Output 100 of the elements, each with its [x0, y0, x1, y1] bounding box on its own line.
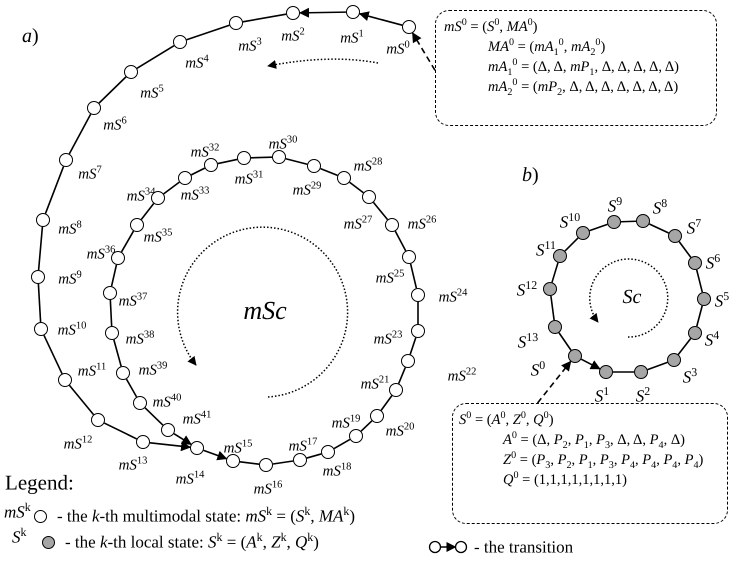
- state-circle: [237, 151, 251, 165]
- state-circle: [576, 226, 590, 240]
- transition-line: [38, 226, 44, 270]
- state-label: S$^{8}$: [652, 200, 668, 216]
- transition-line: [218, 158, 238, 164]
- state-circle: [173, 35, 187, 49]
- state-label: mS$^{7}$: [78, 168, 102, 182]
- state-label: mS$^{37}$: [118, 294, 148, 310]
- state-circle: [87, 101, 101, 115]
- transition-line: [126, 378, 138, 398]
- state-circle: [190, 441, 204, 455]
- transition-line: [43, 335, 63, 374]
- state-label: mS$^{4}$: [185, 56, 209, 72]
- state-label: mS$^{24}$: [438, 290, 468, 306]
- state-circle: [402, 20, 416, 34]
- transition-line: [44, 166, 64, 214]
- state-circle: [346, 5, 360, 19]
- state-label: mS$^{8}$: [58, 222, 82, 238]
- state-circle: [634, 365, 648, 379]
- transition-line: [649, 223, 669, 234]
- state-label: mS$^{31}$: [234, 172, 264, 188]
- formula-text: mS$^{0}$ = (S$^{0}$, MA$^{0}$): [444, 17, 538, 37]
- formula-text: A$^{0}$ = (Δ, P$_{2}$, P$_{1}$, P$_{3}$, Δ, Δ, P$_{4}$, Δ): [503, 430, 685, 450]
- state-circle: [91, 413, 105, 427]
- transition-line: [286, 158, 308, 166]
- transition-line: [250, 156, 272, 159]
- cycle-label: Sc: [622, 287, 642, 307]
- state-label: S$^{12}$: [516, 282, 538, 298]
- legend-text: - the k-th multimodal state: mS$^{k}$ = (S$^{k}$, MA$^{k}$): [57, 508, 355, 524]
- state-label: mS$^{20}$: [386, 424, 414, 440]
- transition-line: [589, 224, 608, 232]
- transition-arrow: [580, 358, 601, 370]
- transition-line: [372, 202, 388, 220]
- state-circle: [389, 383, 403, 397]
- state-label: mS$^{5}$: [140, 86, 164, 102]
- transition-line: [110, 264, 118, 286]
- state-circle: [411, 324, 425, 338]
- formula-text: MA$^{0}$ = (mA$_{1}$$^{0}$, mA$_{2}$$^{0}$): [488, 37, 606, 57]
- state-circle: [34, 322, 48, 336]
- cycle-label: mSc: [243, 298, 287, 324]
- callout-box: [435, 10, 717, 126]
- state-label: S$^{13}$: [518, 334, 538, 350]
- transition-line: [564, 237, 579, 252]
- transition-arrow: [150, 441, 192, 452]
- transition-line: [140, 203, 154, 220]
- state-label: S$^{10}$: [560, 214, 580, 230]
- state-label: mS$^{12}$: [64, 438, 92, 452]
- state-label: mS$^{9}$: [58, 272, 82, 288]
- state-circle: [553, 249, 567, 263]
- state-label: mS$^{22}$: [448, 370, 476, 384]
- transition-line: [306, 453, 322, 459]
- transition-line: [38, 284, 42, 322]
- formula-text: mA$_{1}$$^{0}$ = (Δ, Δ, mP$_{1}$, Δ, Δ, Δ, Δ, Δ): [488, 57, 679, 77]
- state-label: mS$^{36}$: [86, 248, 116, 262]
- transition-line: [620, 220, 636, 223]
- legend-symbol-label: S$^{k}$: [12, 528, 26, 546]
- transition-line: [417, 302, 419, 324]
- transition-line: [136, 44, 174, 70]
- transition-line: [242, 13, 286, 23]
- state-label: mS$^{18}$: [322, 464, 352, 480]
- transition-line: [68, 384, 94, 416]
- state-circle: [229, 16, 243, 30]
- state-circle: [362, 190, 376, 204]
- leader-arrow: [412, 32, 436, 71]
- state-circle: [697, 292, 711, 306]
- state-label: S$^{0}$: [530, 362, 546, 378]
- transition-line: [320, 168, 338, 176]
- state-label: mS$^{30}$: [268, 138, 298, 152]
- state-label: mS$^{16}$: [254, 482, 282, 498]
- state-circle: [688, 326, 702, 340]
- state-label: S$^{9}$: [608, 198, 622, 214]
- state-circle: [204, 158, 218, 172]
- transition-line: [186, 24, 230, 40]
- state-label: mS$^{28}$: [354, 160, 382, 174]
- panel-label: a): [22, 26, 39, 46]
- state-label: mS$^{35}$: [144, 230, 172, 246]
- transition-line: [104, 422, 138, 440]
- legend-text: - the k-th local state: S$^{k}$ = (A$^{k}$, Z$^{k}$, Q$^{k}$): [65, 534, 319, 550]
- transition-line: [334, 438, 350, 450]
- state-label: mS$^{38}$: [126, 332, 154, 348]
- state-circle: [103, 286, 117, 300]
- state-label: S$^{3}$: [682, 368, 698, 386]
- panel-label: b): [522, 165, 539, 185]
- callout-box: [452, 403, 728, 524]
- state-label: S$^{6}$: [706, 254, 720, 272]
- state-circle: [667, 353, 681, 367]
- state-label: mS$^{27}$: [344, 218, 372, 232]
- transition-line: [360, 420, 372, 432]
- transition-arrow: [299, 8, 346, 18]
- state-label: mS$^{0}$: [386, 42, 410, 58]
- state-circle: [607, 215, 621, 229]
- transition-line: [696, 270, 704, 292]
- state-label: S$^{1}$: [594, 388, 610, 404]
- state-circle: [31, 270, 45, 284]
- state-circle: [136, 435, 150, 449]
- leader-arrow: [536, 360, 572, 404]
- state-circle: [599, 365, 613, 379]
- transition-line: [678, 338, 692, 355]
- transition-line: [678, 241, 692, 258]
- transition-line: [120, 230, 134, 252]
